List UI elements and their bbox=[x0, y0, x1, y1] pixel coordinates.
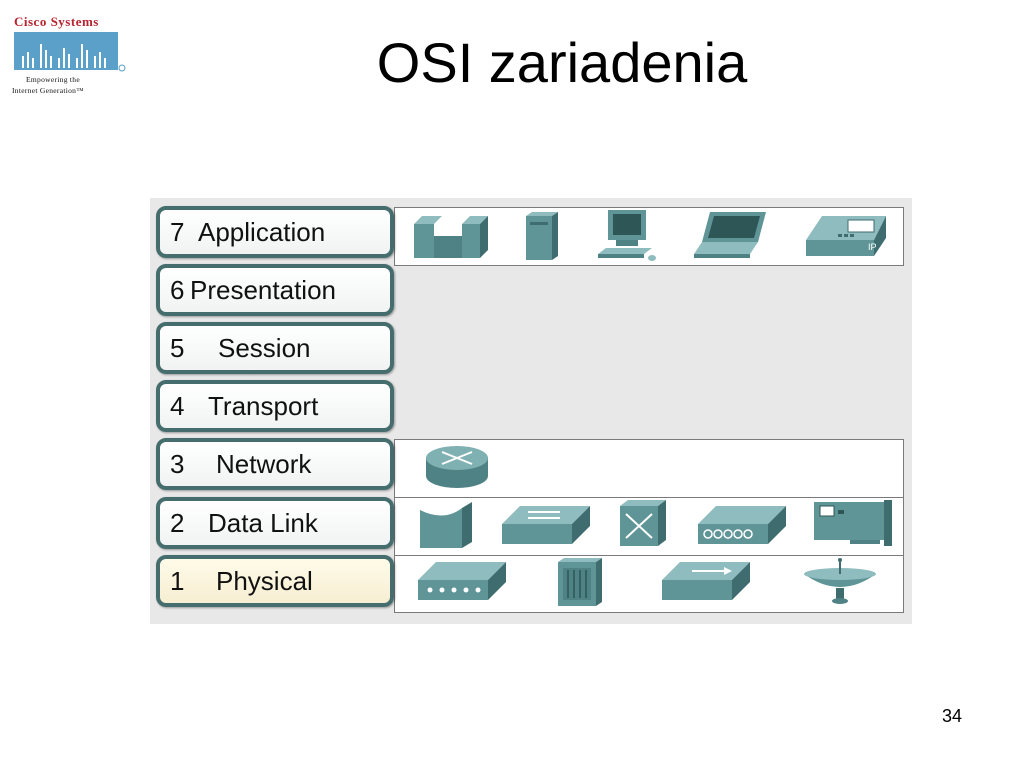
layer-3-network: 3 Network bbox=[156, 438, 394, 490]
layer-name: Presentation bbox=[190, 274, 336, 305]
layer-number: 1 bbox=[170, 565, 185, 596]
layer-number: 3 bbox=[170, 448, 185, 479]
layer-4-transport: 4 Transport bbox=[156, 380, 394, 432]
logo-wordmark: Cisco Systems bbox=[14, 14, 99, 29]
ip-label: IP bbox=[868, 242, 877, 252]
layer-1-physical: 1 Physical bbox=[156, 555, 394, 607]
logo-tagline-2: Internet Generation™ bbox=[12, 86, 84, 95]
repeater-icon bbox=[662, 562, 750, 600]
layer-number: 4 bbox=[170, 390, 185, 421]
atm-switch-icon bbox=[620, 500, 666, 546]
page-number: 34 bbox=[941, 706, 962, 726]
bridge-icon bbox=[420, 502, 472, 548]
layer-name: Physical bbox=[216, 565, 313, 596]
server-icon bbox=[526, 212, 558, 260]
osi-diagram: 7 Application 6 Presentation 5 Session 4… bbox=[150, 198, 912, 624]
row-divider bbox=[395, 497, 903, 498]
layer-2-data-link: 2 Data Link bbox=[156, 497, 394, 549]
layer-number: 7 bbox=[170, 216, 185, 247]
cisco-logo: Cisco Systems Empowering the Internet Ge… bbox=[12, 14, 128, 98]
workstation-icon bbox=[598, 210, 656, 261]
hub-icon bbox=[418, 562, 506, 600]
ip-phone-icon: IP bbox=[806, 216, 886, 256]
layer-name: Application bbox=[198, 216, 326, 247]
layer-7-application: 7 Application bbox=[156, 206, 394, 258]
switch-icon bbox=[502, 506, 590, 544]
router-icon bbox=[426, 446, 488, 488]
firewall-icon bbox=[414, 216, 488, 258]
layer-number: 6 bbox=[170, 274, 185, 305]
layer-6-presentation: 6 Presentation bbox=[156, 264, 394, 316]
layer-name: Network bbox=[216, 448, 312, 479]
layer-name: Transport bbox=[208, 390, 319, 421]
network-card-icon bbox=[814, 500, 892, 546]
row-divider bbox=[395, 555, 903, 556]
layer-name: Data Link bbox=[208, 507, 318, 538]
laptop-icon bbox=[694, 212, 766, 258]
patch-panel-icon bbox=[558, 558, 602, 606]
satellite-dish-icon bbox=[804, 558, 876, 604]
slide-title: OSI zariadenia bbox=[376, 31, 748, 94]
token-ring-icon bbox=[698, 506, 786, 544]
layer-5-session: 5 Session bbox=[156, 322, 394, 374]
layer-number: 5 bbox=[170, 332, 185, 363]
layer-number: 2 bbox=[170, 507, 185, 538]
layer-name: Session bbox=[218, 332, 311, 363]
cisco-bridge-icon bbox=[14, 32, 126, 72]
logo-tagline-1: Empowering the bbox=[26, 75, 80, 84]
